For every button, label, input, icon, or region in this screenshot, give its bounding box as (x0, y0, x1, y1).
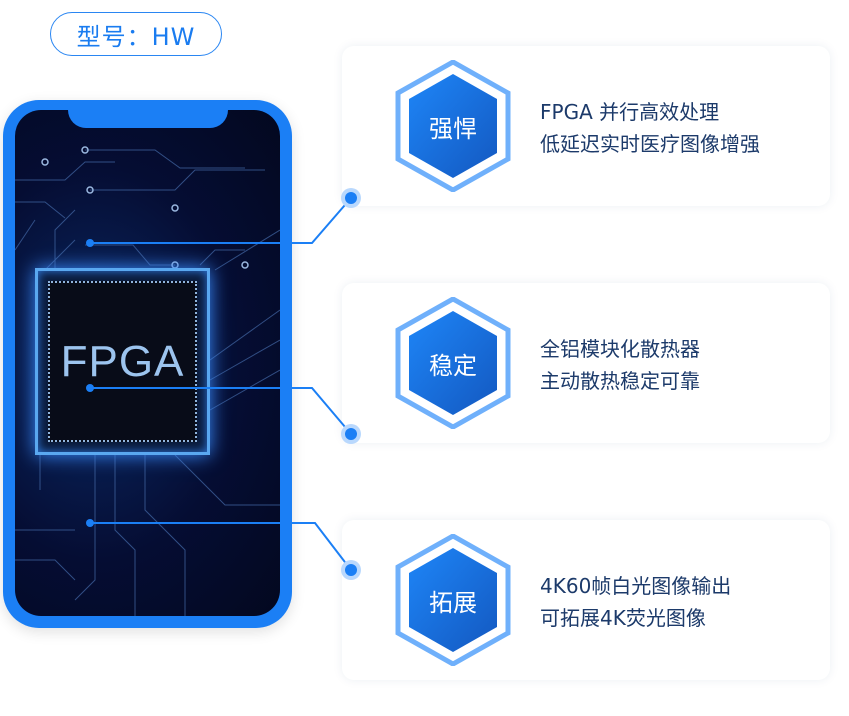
feature-line: 可拓展4K荧光图像 (540, 606, 706, 630)
feature-line: 4K60帧白光图像输出 (540, 574, 732, 598)
feature-line: 全铝模块化散热器 (540, 337, 700, 361)
chip-label: FPGA (60, 336, 185, 386)
model-label: 型号：HW (76, 22, 196, 51)
feature-title: 强悍 (429, 114, 477, 143)
feature-line: 低延迟实时医疗图像增强 (540, 132, 760, 156)
feature-line: 主动散热稳定可靠 (540, 369, 700, 393)
feature-line: FPGA 并行高效处理 (540, 100, 720, 124)
phone-notch (67, 110, 228, 128)
feature-title: 拓展 (429, 588, 477, 617)
feature-card-strong: 强悍 FPGA 并行高效处理低延迟实时医疗图像增强 (342, 46, 830, 206)
phone-screen: FPGA (15, 110, 280, 616)
feature-title: 稳定 (429, 351, 477, 380)
feature-card-stable: 稳定 全铝模块化散热器主动散热稳定可靠 (342, 283, 830, 443)
hexagon-icon (395, 297, 511, 429)
model-badge: 型号：HW (50, 12, 222, 56)
phone-illustration: FPGA (3, 100, 292, 628)
hexagon-icon (395, 60, 511, 192)
fpga-chip: FPGA (35, 268, 210, 455)
hexagon-icon (395, 534, 511, 666)
feature-card-extend: 拓展 4K60帧白光图像输出可拓展4K荧光图像 (342, 520, 830, 680)
